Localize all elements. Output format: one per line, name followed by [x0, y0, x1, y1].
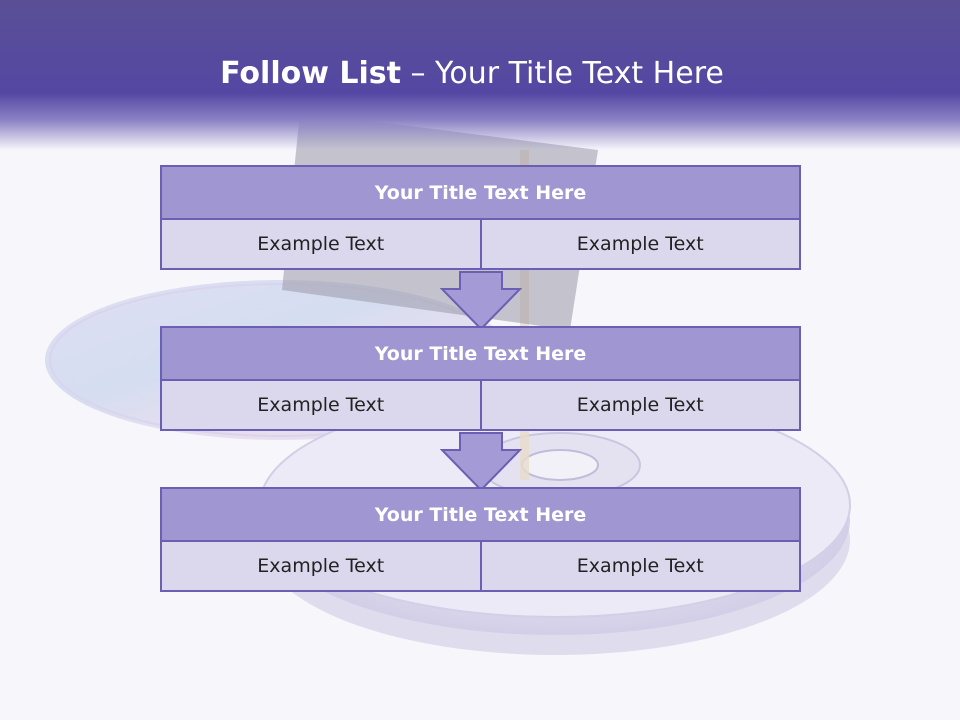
header-band	[0, 0, 960, 150]
down-arrow-icon	[440, 432, 522, 492]
block-title: Your Title Text Here	[160, 326, 801, 381]
list-block-2: Your Title Text Here Example Text Exampl…	[160, 326, 801, 431]
block-cell-right: Example Text	[481, 381, 801, 431]
slide-title-rest: – Your Title Text Here	[400, 56, 724, 91]
block-title: Your Title Text Here	[160, 165, 801, 220]
block-row: Example Text Example Text	[160, 220, 801, 270]
down-arrow-icon	[440, 271, 522, 331]
block-cell-left: Example Text	[160, 381, 482, 431]
block-title: Your Title Text Here	[160, 487, 801, 542]
slide-title-bold: Follow List	[220, 56, 401, 91]
block-row: Example Text Example Text	[160, 542, 801, 592]
block-cell-right: Example Text	[481, 220, 801, 270]
slide-title: Follow List – Your Title Text Here	[0, 56, 944, 91]
list-block-1: Your Title Text Here Example Text Exampl…	[160, 165, 801, 270]
block-cell-left: Example Text	[160, 220, 482, 270]
block-cell-left: Example Text	[160, 542, 482, 592]
list-block-3: Your Title Text Here Example Text Exampl…	[160, 487, 801, 592]
block-cell-right: Example Text	[481, 542, 801, 592]
block-row: Example Text Example Text	[160, 381, 801, 431]
